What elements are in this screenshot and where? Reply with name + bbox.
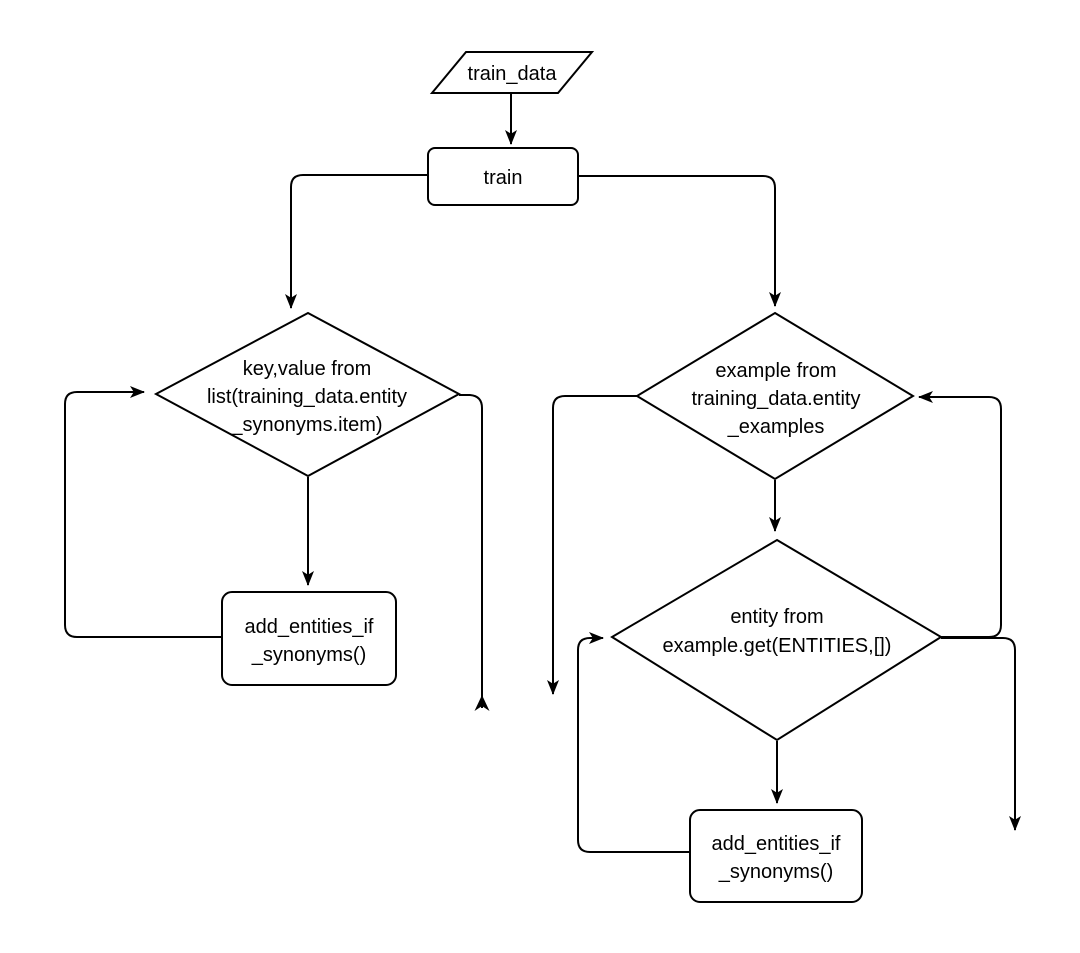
- edge-add-entities-left-loop-back: [64, 386, 222, 638]
- add-entities-left-label-line1: add_entities_if: [245, 616, 374, 638]
- node-train-data: [429, 51, 595, 94]
- add-entities-right-label-line2: _synonyms(): [718, 861, 833, 883]
- for-synonyms-label-line3: _synonyms.item): [230, 414, 382, 436]
- up-arrowhead: [474, 695, 490, 711]
- for-synonyms-label-line1: key,value from: [243, 358, 372, 380]
- add-entities-right-label-line1: add_entities_if: [712, 833, 841, 855]
- for-examples-label-line1: example from: [715, 360, 836, 382]
- node-for-synonyms-decision: [153, 311, 462, 478]
- for-examples-label-line2: training_data.entity: [691, 388, 860, 410]
- edge-add-entities-right-loop-back: [577, 632, 690, 853]
- node-for-examples-decision: [635, 311, 915, 481]
- for-entities-label-line1: entity from: [730, 606, 823, 628]
- train-label: train: [484, 167, 523, 189]
- edge-train-to-for-examples: [578, 175, 781, 307]
- node-add-entities-left: [221, 591, 397, 686]
- edge-train-to-for-synonyms: [285, 174, 428, 309]
- node-for-entities-decision: [610, 538, 943, 742]
- edge-for-entities-exit: [941, 637, 1021, 831]
- node-add-entities-right: [689, 809, 863, 903]
- edge-for-entities-back-to-for-examples: [918, 391, 1002, 638]
- edge-for-examples-exit: [547, 395, 637, 695]
- add-entities-left-label-line2: _synonyms(): [251, 644, 366, 666]
- edge-for-synonyms-exit: [459, 394, 483, 708]
- for-entities-label-line2: example.get(ENTITIES,[]): [663, 635, 892, 657]
- for-synonyms-label-line2: list(training_data.entity: [207, 386, 407, 408]
- for-examples-label-line3: _examples: [727, 416, 825, 438]
- train-data-label: train_data: [468, 63, 558, 85]
